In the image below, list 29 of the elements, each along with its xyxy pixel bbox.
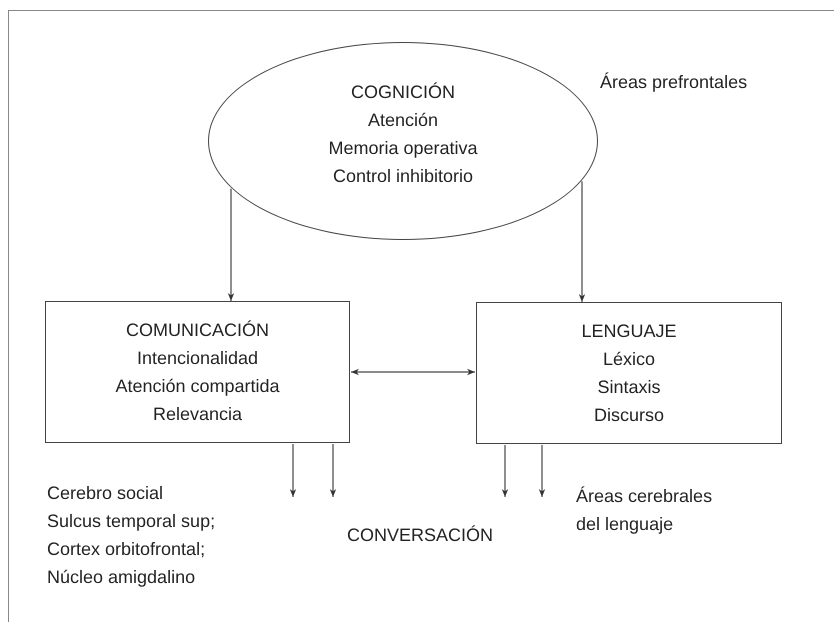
node-text: Intencionalidad (136, 347, 258, 370)
area-label: Núcleo amigdalino (47, 566, 196, 589)
ellipse-node (208, 42, 598, 240)
node-heading: COMUNICACIÓN (126, 319, 269, 342)
area-label: Áreas cerebrales del lenguaje (576, 485, 714, 536)
area-label: Sulcus temporal sup; (47, 510, 216, 533)
node-text: Atención compartida (115, 375, 280, 398)
arrow (228, 188, 234, 301)
arrow (351, 368, 475, 376)
process-box (45, 301, 350, 443)
node-text: Léxico (602, 348, 656, 371)
node-text: Relevancia (152, 403, 242, 426)
arrow (538, 445, 546, 497)
process-box (476, 302, 782, 444)
area-label: Cerebro social (47, 482, 164, 505)
node-heading: CONVERSACIÓN (346, 524, 494, 547)
area-label: Áreas prefrontales (600, 71, 748, 94)
node-text: Atención (368, 109, 438, 132)
node-heading: COGNICIÓN (350, 81, 455, 104)
arrow (330, 444, 336, 497)
arrow (502, 445, 508, 497)
node-text: Sintaxis (597, 376, 661, 399)
node-heading: LENGUAJE (581, 320, 677, 343)
node-text: Memoria operativa (328, 137, 478, 160)
arrow (578, 181, 586, 302)
arrow (290, 444, 296, 497)
node-text: Discurso (594, 404, 664, 427)
area-label: Cortex orbitofrontal; (47, 538, 206, 561)
node-text: Control inhibitorio (332, 165, 474, 188)
